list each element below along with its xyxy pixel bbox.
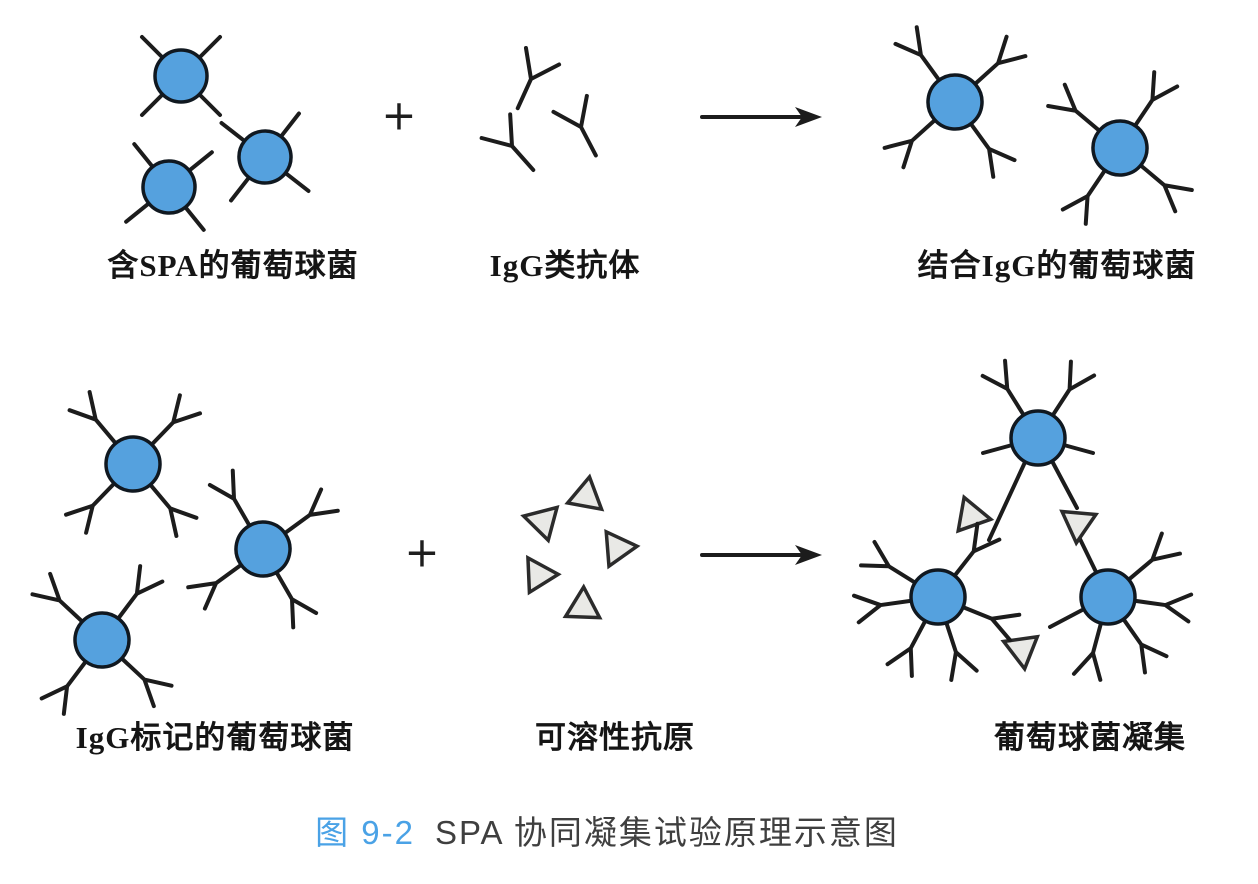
igg-coated-cell-icon: [1071, 530, 1195, 683]
antigen-triangle-icon: [1057, 509, 1098, 547]
agglutination-cluster: [851, 358, 1195, 683]
reaction-arrow-icon: [700, 105, 824, 129]
linking-antibody-stem: [987, 458, 1028, 542]
figure-title: SPA 协同凝集试验原理示意图: [434, 814, 899, 851]
soluble-antigen-group: [511, 475, 639, 620]
staphylococcus-cell-icon: [140, 35, 222, 117]
igg-coated-cell-icon: [980, 358, 1097, 467]
staphylococcus-cell-icon: [219, 111, 311, 203]
label-igg-bound-staph: 结合IgG的葡萄球菌: [917, 248, 1197, 283]
igg-coated-cell-icon: [30, 563, 174, 716]
igg-coated-cell-icon: [851, 520, 1023, 682]
igg-labeled-staph-group: [30, 391, 342, 717]
igg-bound-staph-group: [882, 24, 1195, 227]
igg-coated-cell-icon: [882, 24, 1028, 179]
igg-coated-cell-icon: [184, 466, 343, 632]
figure-number: 图 9-2: [315, 814, 415, 851]
antigen-triangle-icon: [565, 475, 615, 524]
igg-coated-cell-icon: [1045, 68, 1195, 227]
reaction-arrow-icon: [700, 543, 824, 567]
spa-staph-group: [124, 35, 311, 232]
label-igg-labeled-staph: IgG标记的葡萄球菌: [75, 720, 355, 755]
antigen-triangle-icon: [563, 584, 603, 620]
linking-antibody-stem: [1050, 459, 1079, 510]
igg-antibody-group: [479, 47, 613, 185]
figure-caption: 图 9-2 SPA 协同凝集试验原理示意图: [315, 806, 899, 854]
igg-coated-cell-icon: [65, 391, 202, 538]
label-igg-antibody: IgG类抗体: [489, 248, 641, 283]
label-spa-staph: 含SPA的葡萄球菌: [107, 248, 359, 283]
antigen-triangle-icon: [591, 530, 639, 576]
igg-antibody-icon: [479, 112, 548, 185]
linking-antibody-stem: [1077, 535, 1099, 576]
antigen-triangle-icon: [511, 547, 560, 595]
plus-operator-top: +: [381, 90, 417, 140]
igg-antibody-icon: [551, 93, 613, 166]
label-soluble-antigen: 可溶性抗原: [535, 720, 695, 755]
staphylococcus-cell-icon: [124, 142, 214, 232]
linking-antibody-stem: [1048, 606, 1088, 629]
antigen-triangle-icon: [517, 497, 559, 543]
plus-operator-bottom: +: [404, 527, 440, 577]
igg-antibody-icon: [499, 47, 559, 116]
label-staph-agglutination: 葡萄球菌凝集: [994, 720, 1186, 755]
